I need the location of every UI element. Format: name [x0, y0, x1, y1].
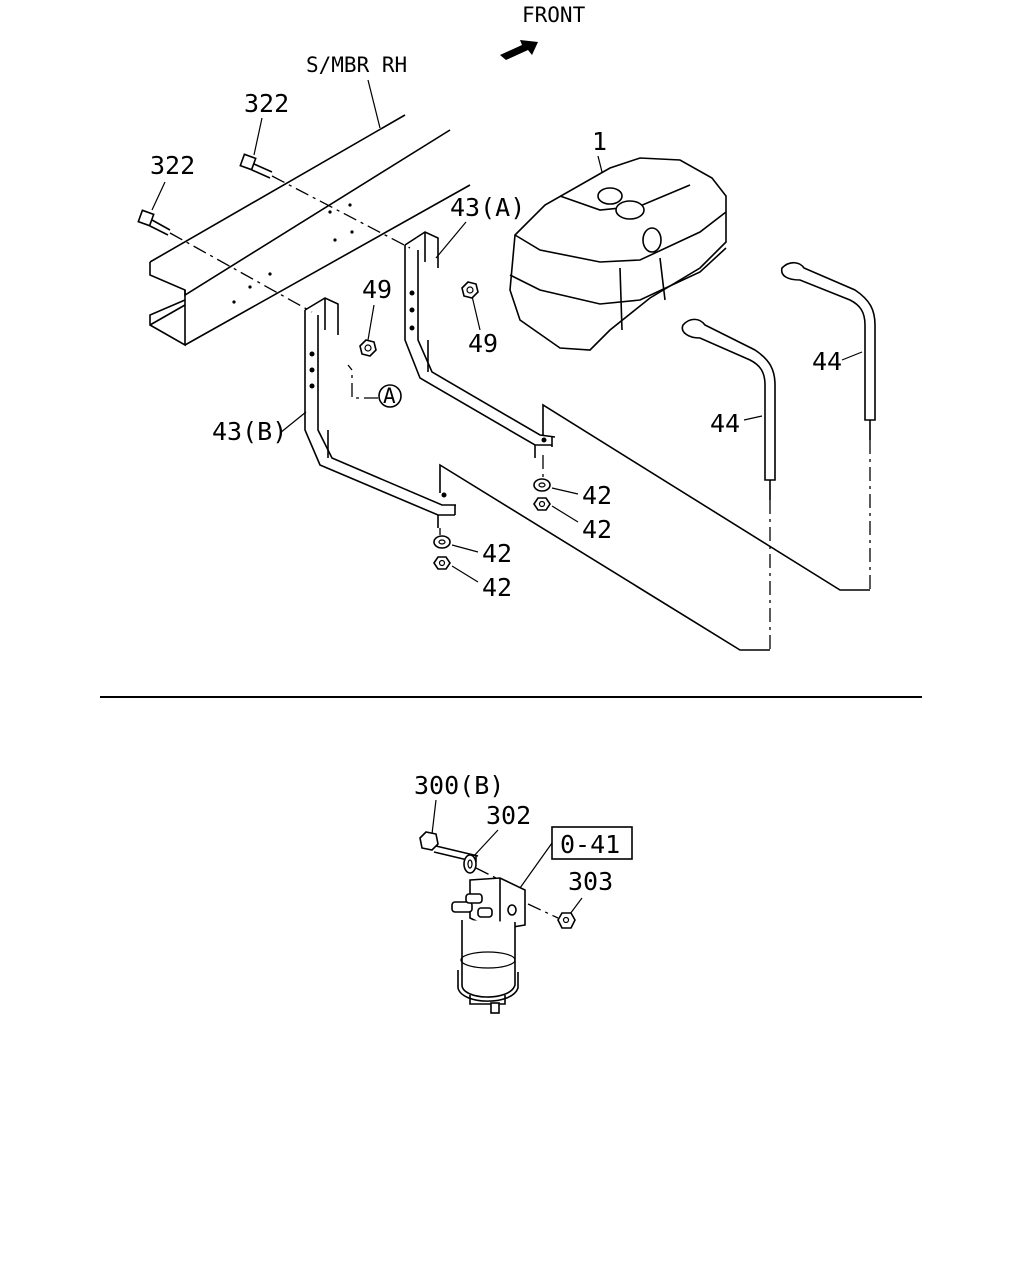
nut-303 — [557, 912, 576, 929]
nut-42-lower-1 — [433, 535, 451, 549]
callout-322-upper: 322 — [244, 89, 289, 118]
fuel-tank — [509, 157, 727, 351]
front-arrow-icon — [500, 40, 538, 60]
bolt-322-upper — [239, 153, 273, 179]
callout-1: 1 — [592, 127, 607, 156]
bolt-322-lower — [137, 209, 171, 236]
callout-49-right: 49 — [468, 329, 498, 358]
callout-42-b: 42 — [582, 515, 612, 544]
callout-302: 302 — [486, 801, 531, 830]
callout-42-c: 42 — [482, 539, 512, 568]
callout-44-left: 44 — [710, 409, 740, 438]
washer-302 — [463, 854, 477, 874]
bracket-43b — [304, 297, 456, 528]
nut-49-left — [359, 339, 377, 357]
svg-text:A: A — [383, 384, 396, 408]
strap-44-left — [681, 318, 776, 500]
nut-42-upper-1 — [533, 478, 551, 492]
callout-49-left: 49 — [362, 275, 392, 304]
ref-box-0-41: 0-41 — [551, 826, 633, 860]
callout-43b: 43(B) — [212, 417, 287, 446]
front-label: FRONT — [522, 3, 586, 27]
side-member-frame — [149, 114, 471, 347]
callout-44-right: 44 — [812, 347, 842, 376]
bracket-43a — [404, 231, 556, 458]
fuel-filter — [451, 877, 526, 1014]
nut-49-right — [461, 281, 479, 299]
callout-322-lower: 322 — [150, 151, 195, 180]
callout-42-a: 42 — [582, 481, 612, 510]
reference-circle-a: A — [378, 384, 402, 408]
nut-42-upper-2 — [533, 497, 551, 511]
nut-42-lower-2 — [433, 556, 451, 570]
callout-303: 303 — [568, 867, 613, 896]
frame-label-leader — [367, 79, 381, 129]
strap-44-right — [780, 261, 876, 440]
frame-label: S/MBR RH — [306, 53, 407, 77]
callout-42-d: 42 — [482, 573, 512, 602]
svg-text:0-41: 0-41 — [560, 830, 620, 859]
callout-43a: 43(A) — [450, 193, 525, 222]
callout-300b: 300(B) — [414, 771, 504, 800]
